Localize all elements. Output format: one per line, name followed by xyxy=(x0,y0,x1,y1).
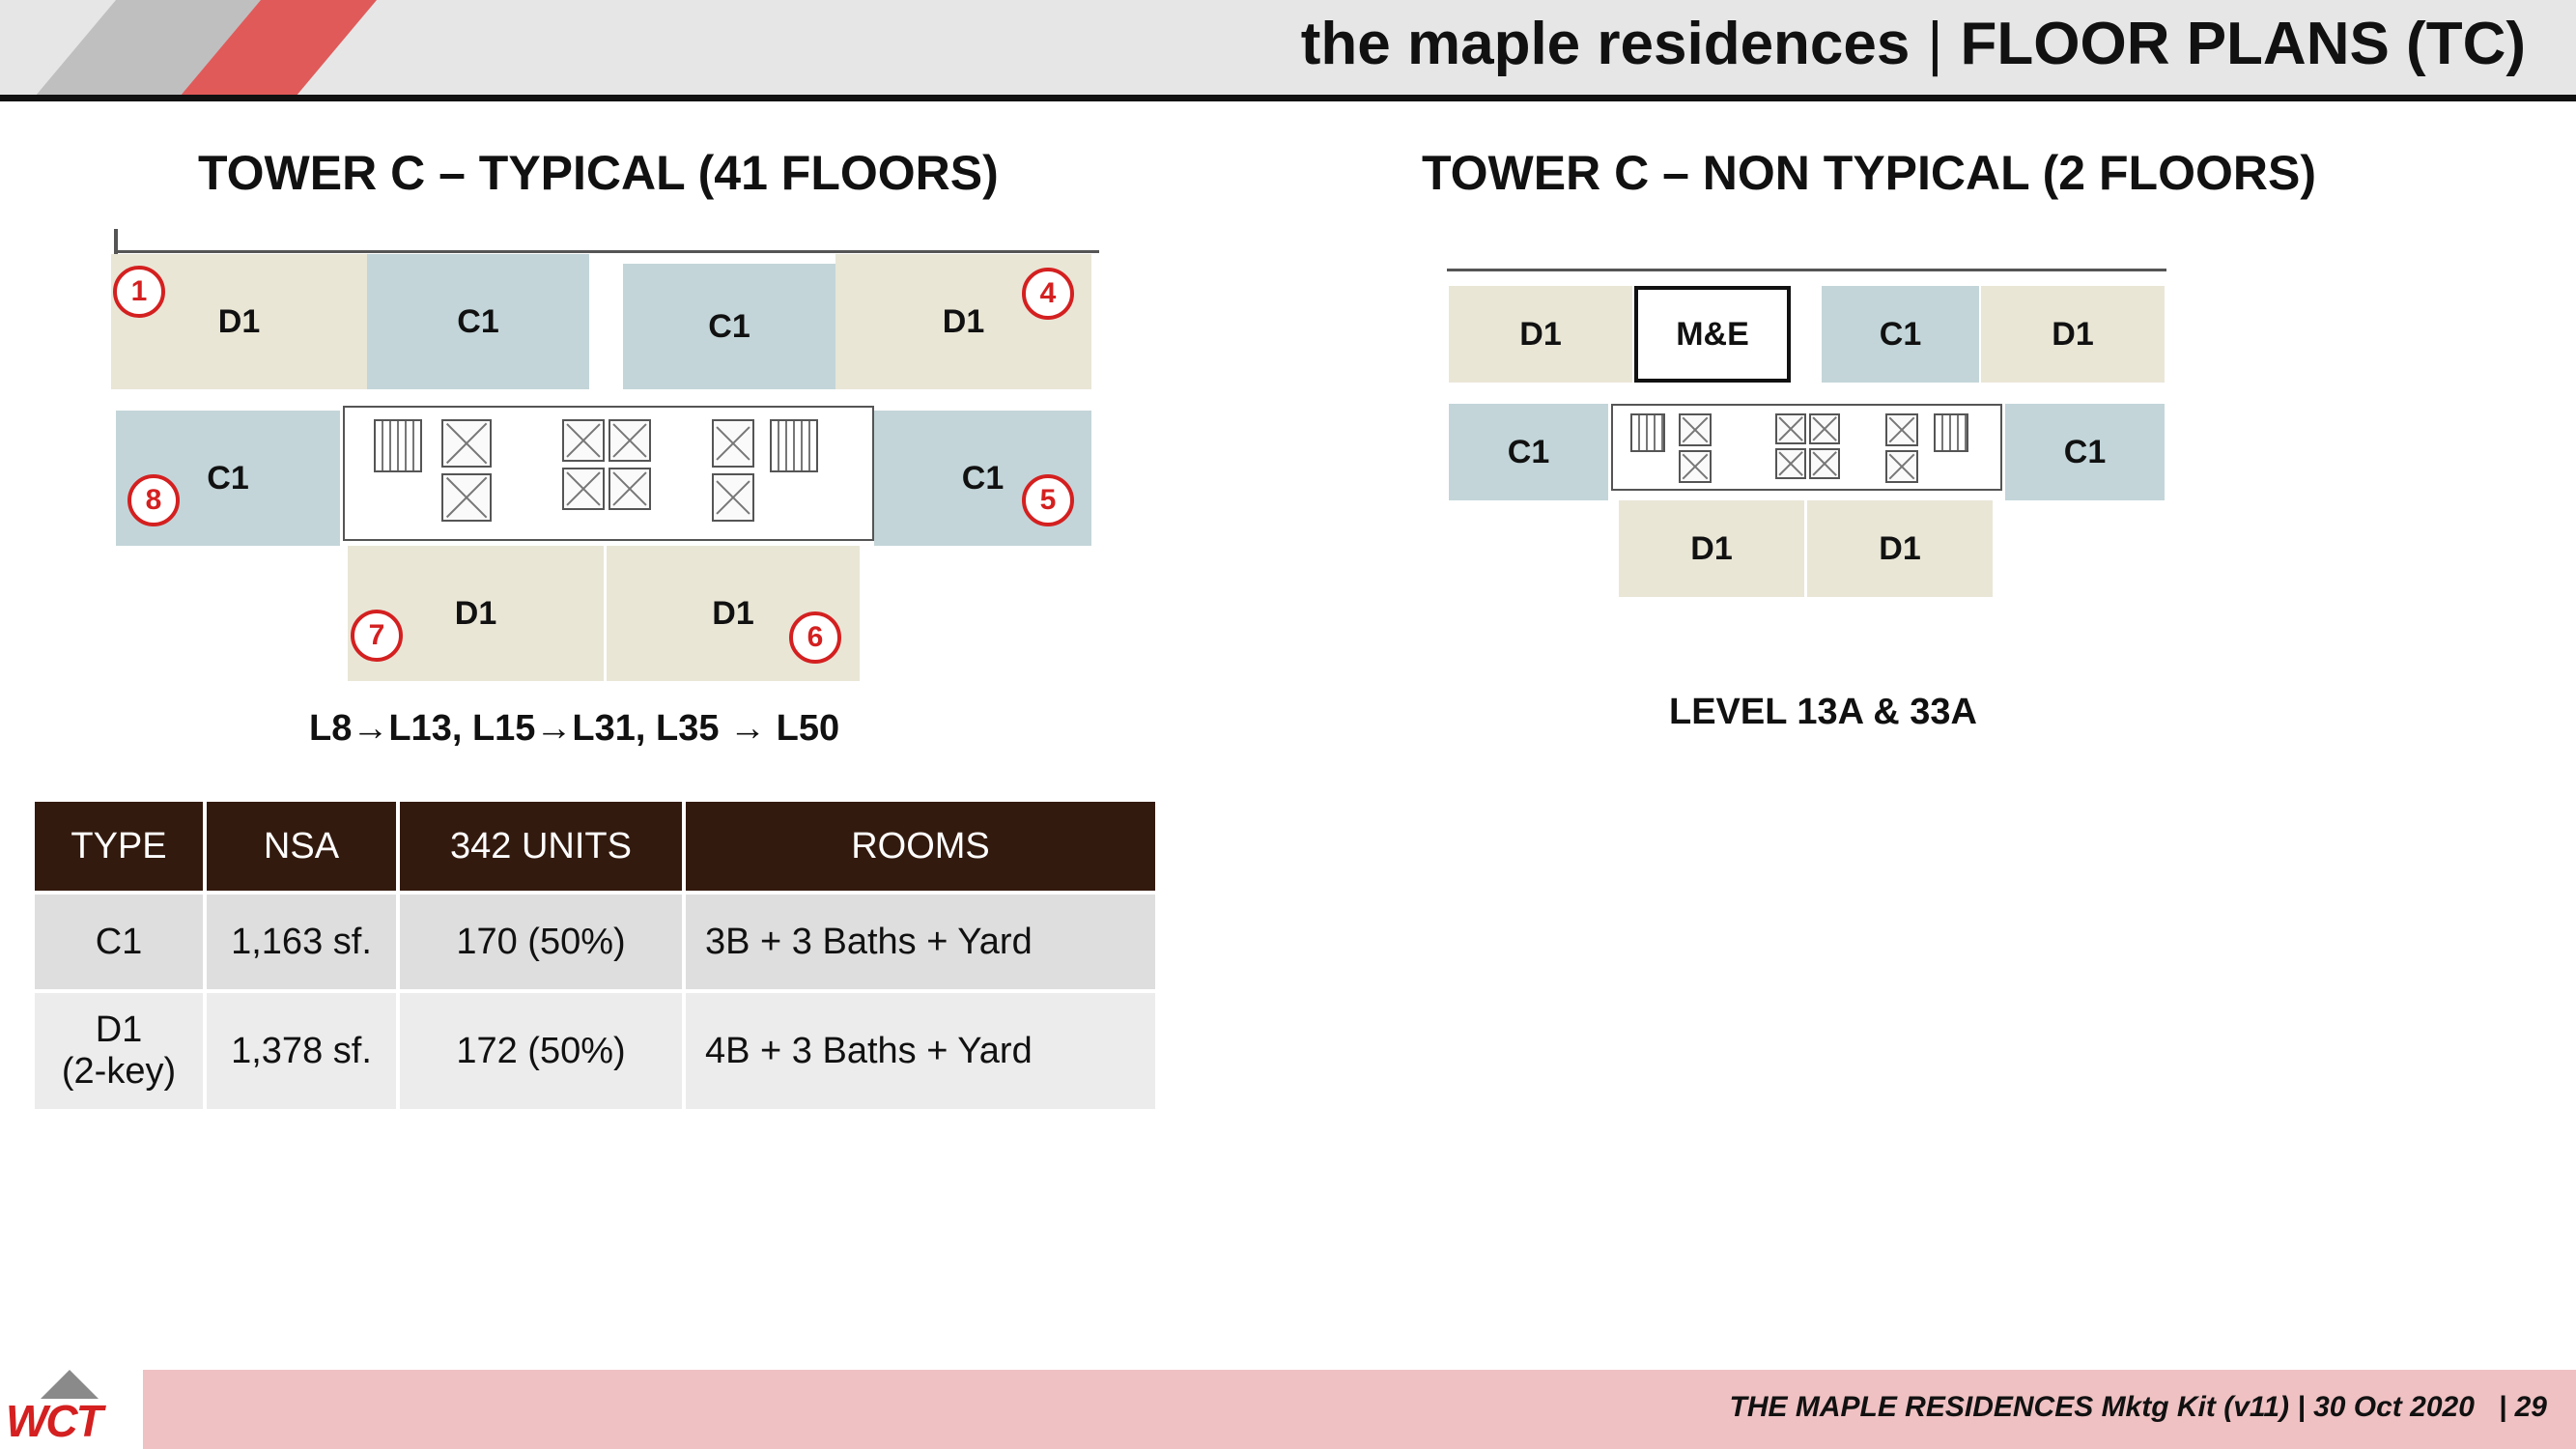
unit-m-and-e: M&E xyxy=(1634,286,1791,383)
header-rooms: ROOMS xyxy=(686,802,1155,891)
title-separator: | xyxy=(1927,11,1943,77)
cell-type-line: D1 xyxy=(95,1009,143,1050)
stair-icon xyxy=(1934,413,1968,452)
wall xyxy=(114,229,118,258)
wall xyxy=(114,250,1099,253)
section-name: FLOOR PLANS (TC) xyxy=(1960,11,2527,77)
table-row: D1 (2-key) 1,378 sf. 172 (50%) 4B + 3 Ba… xyxy=(35,993,1155,1109)
stair-icon xyxy=(374,419,422,472)
lift-icon xyxy=(712,473,754,522)
unit-number-7: 7 xyxy=(351,610,403,662)
unit-c1: C1 xyxy=(1449,404,1608,500)
cell-nsa: 1,378 sf. xyxy=(207,993,396,1109)
header-type: TYPE xyxy=(35,802,203,891)
cell-rooms: 4B + 3 Baths + Yard xyxy=(686,993,1155,1109)
lift-icon xyxy=(712,419,754,468)
stair-icon xyxy=(770,419,818,472)
cell-type: D1 (2-key) xyxy=(35,993,203,1109)
unit-c1: C1 xyxy=(2005,404,2165,500)
page-number: | 29 xyxy=(2498,1391,2547,1423)
footer-document: THE MAPLE RESIDENCES Mktg Kit (v11) | 30… xyxy=(1729,1391,2475,1423)
unit-c1-2: C1 xyxy=(367,254,589,389)
lift-icon xyxy=(1775,448,1806,479)
unit-number-4: 4 xyxy=(1022,268,1074,320)
header-nsa: NSA xyxy=(207,802,396,891)
unit-d1: D1 xyxy=(1981,286,2165,383)
cell-units: 170 (50%) xyxy=(400,895,682,989)
cell-units: 172 (50%) xyxy=(400,993,682,1109)
table-row: C1 1,163 sf. 170 (50%) 3B + 3 Baths + Ya… xyxy=(35,895,1155,989)
cell-type: C1 xyxy=(35,895,203,989)
logo-mark-icon xyxy=(41,1370,99,1399)
typical-levels: L8→L13, L15→L31, L35 → L50 xyxy=(309,708,840,749)
unit-label: D1 xyxy=(712,594,754,632)
unit-c1-3: C1 xyxy=(623,264,835,389)
unit-number-1: 1 xyxy=(113,266,165,318)
unit-label: C1 xyxy=(708,307,750,345)
lift-icon xyxy=(609,468,651,510)
unit-label: C1 xyxy=(207,459,249,497)
unit-label: C1 xyxy=(1507,433,1550,470)
lift-icon xyxy=(1885,413,1918,446)
header-rule xyxy=(0,95,2576,101)
unit-d1: D1 xyxy=(1619,500,1804,597)
unit-label: C1 xyxy=(961,459,1005,497)
wct-logo: WCT xyxy=(6,1370,131,1449)
page-title: the maple residences| FLOOR PLANS (TC) xyxy=(1301,10,2526,78)
footer-text: THE MAPLE RESIDENCES Mktg Kit (v11) | 30… xyxy=(1730,1391,2547,1424)
unit-label: C1 xyxy=(457,302,499,340)
unit-number-5: 5 xyxy=(1022,474,1074,526)
unit-label: D1 xyxy=(454,594,497,632)
wall xyxy=(1447,269,2166,271)
unit-d1: D1 xyxy=(1449,286,1632,383)
lift-icon xyxy=(562,419,605,462)
unit-label: D1 xyxy=(1519,315,1562,353)
lift-icon xyxy=(1775,413,1806,444)
footer-band: THE MAPLE RESIDENCES Mktg Kit (v11) | 30… xyxy=(143,1370,2576,1449)
non-typical-floor-plan: D1 M&E C1 D1 C1 C1 D1 D1 xyxy=(1447,269,2166,616)
lift-icon xyxy=(1885,450,1918,483)
logo-wordmark: WCT xyxy=(6,1396,103,1446)
unit-label: D1 xyxy=(1690,529,1733,567)
lift-icon xyxy=(1809,413,1840,444)
cell-rooms: 3B + 3 Baths + Yard xyxy=(686,895,1155,989)
table-header-row: TYPE NSA 342 UNITS ROOMS xyxy=(35,802,1155,891)
typical-plan-title: TOWER C – TYPICAL (41 FLOORS) xyxy=(198,146,999,200)
unit-number-8: 8 xyxy=(127,474,180,526)
unit-label: M&E xyxy=(1676,315,1749,353)
unit-label: D1 xyxy=(217,302,261,340)
unit-label: D1 xyxy=(2052,315,2094,353)
unit-label: D1 xyxy=(1879,529,1921,567)
brand-name: the maple residences xyxy=(1300,11,1911,77)
lift-icon xyxy=(441,419,492,468)
header-units: 342 UNITS xyxy=(400,802,682,891)
lift-icon xyxy=(609,419,651,462)
lift-icon xyxy=(562,468,605,510)
non-typical-plan-title: TOWER C – NON TYPICAL (2 FLOORS) xyxy=(1422,146,2316,200)
header-bar: the maple residences| FLOOR PLANS (TC) xyxy=(0,0,2576,95)
typical-floor-plan: D1 1 C1 C1 D1 4 C1 8 C1 5 D1 7 D1 6 xyxy=(106,227,1101,681)
unit-summary-table: TYPE NSA 342 UNITS ROOMS C1 1,163 sf. 17… xyxy=(31,798,1159,1113)
lift-icon xyxy=(1679,413,1712,446)
unit-label: C1 xyxy=(1879,315,1922,353)
unit-c1: C1 xyxy=(1822,286,1979,383)
lift-icon xyxy=(1809,448,1840,479)
cell-type-line: (2-key) xyxy=(61,1051,177,1092)
unit-label: D1 xyxy=(942,302,985,340)
lift-core xyxy=(343,406,874,541)
cell-nsa: 1,163 sf. xyxy=(207,895,396,989)
stair-icon xyxy=(1630,413,1665,452)
unit-label: C1 xyxy=(2063,433,2107,470)
lift-icon xyxy=(1679,450,1712,483)
unit-d1: D1 xyxy=(1807,500,1993,597)
lift-icon xyxy=(441,473,492,522)
non-typical-levels: LEVEL 13A & 33A xyxy=(1669,692,1977,732)
lift-core xyxy=(1611,404,2002,491)
unit-number-6: 6 xyxy=(789,611,841,664)
